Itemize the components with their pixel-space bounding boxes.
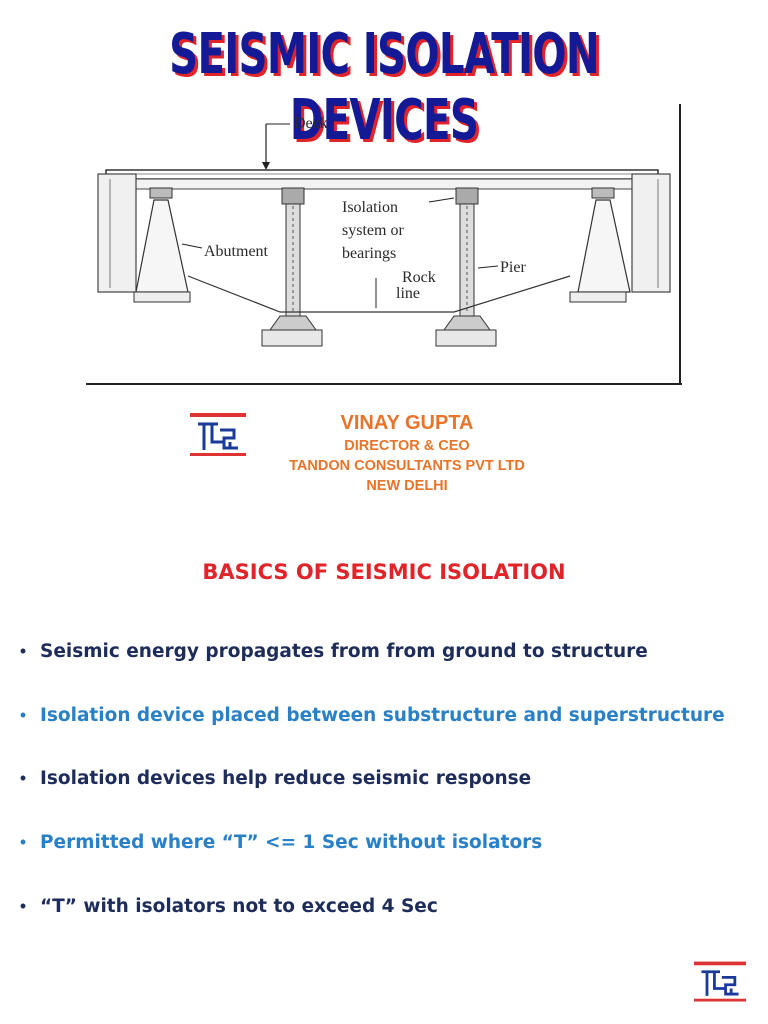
bullet-text: “T” with isolators not to exceed 4 Sec <box>40 896 438 917</box>
bullet-text: Isolation device placed between substruc… <box>40 705 725 726</box>
bullet-dot-icon: • <box>19 896 27 916</box>
page-title: SEISMIC ISOLATION DEVICES <box>169 22 599 153</box>
bullet-dot-icon: • <box>19 832 27 852</box>
section-heading: BASICS OF SEISMIC ISOLATION <box>202 560 566 584</box>
page-title-shadow: SEISMIC ISOLATION DEVICES <box>172 25 602 156</box>
author-block: VINAY GUPTA DIRECTOR & CEO TANDON CONSUL… <box>262 410 552 496</box>
bullet-item: • Seismic energy propagates from from gr… <box>6 640 766 664</box>
label-isolation-2: system or <box>342 222 404 239</box>
label-isolation-3: bearings <box>342 245 396 262</box>
bullet-text: Permitted where “T” <= 1 Sec without iso… <box>40 832 543 853</box>
author-name: VINAY GUPTA <box>340 412 474 434</box>
label-pier: Pier <box>500 259 526 276</box>
author-company: TANDON CONSULTANTS PVT LTD <box>289 458 525 474</box>
bullet-text: Seismic energy propagates from from grou… <box>40 641 648 662</box>
bullet-text: Isolation devices help reduce seismic re… <box>40 768 532 789</box>
author-city: NEW DELHI <box>366 478 448 494</box>
bullet-item: • Permitted where “T” <= 1 Sec without i… <box>6 831 766 855</box>
author-role: DIRECTOR & CEO <box>344 438 470 454</box>
bridge-isolation-diagram: Deck Abutment Isolation system or bearin… <box>86 104 682 385</box>
tcpl-logo-corner <box>694 961 746 1002</box>
bullet-dot-icon: • <box>19 768 27 788</box>
label-abutment: Abutment <box>204 243 269 260</box>
bullet-dot-icon: • <box>19 641 27 661</box>
bullet-item: • Isolation devices help reduce seismic … <box>6 767 766 791</box>
label-deck: Deck <box>294 115 328 132</box>
bullet-item: • Isolation device placed between substr… <box>6 704 766 728</box>
tcpl-logo <box>190 413 246 456</box>
bullet-item: • “T” with isolators not to exceed 4 Sec <box>6 895 766 919</box>
label-rock-2: line <box>396 285 420 302</box>
label-isolation: Isolation <box>342 199 398 216</box>
label-rock: Rock <box>402 269 436 286</box>
bullet-dot-icon: • <box>19 705 27 725</box>
